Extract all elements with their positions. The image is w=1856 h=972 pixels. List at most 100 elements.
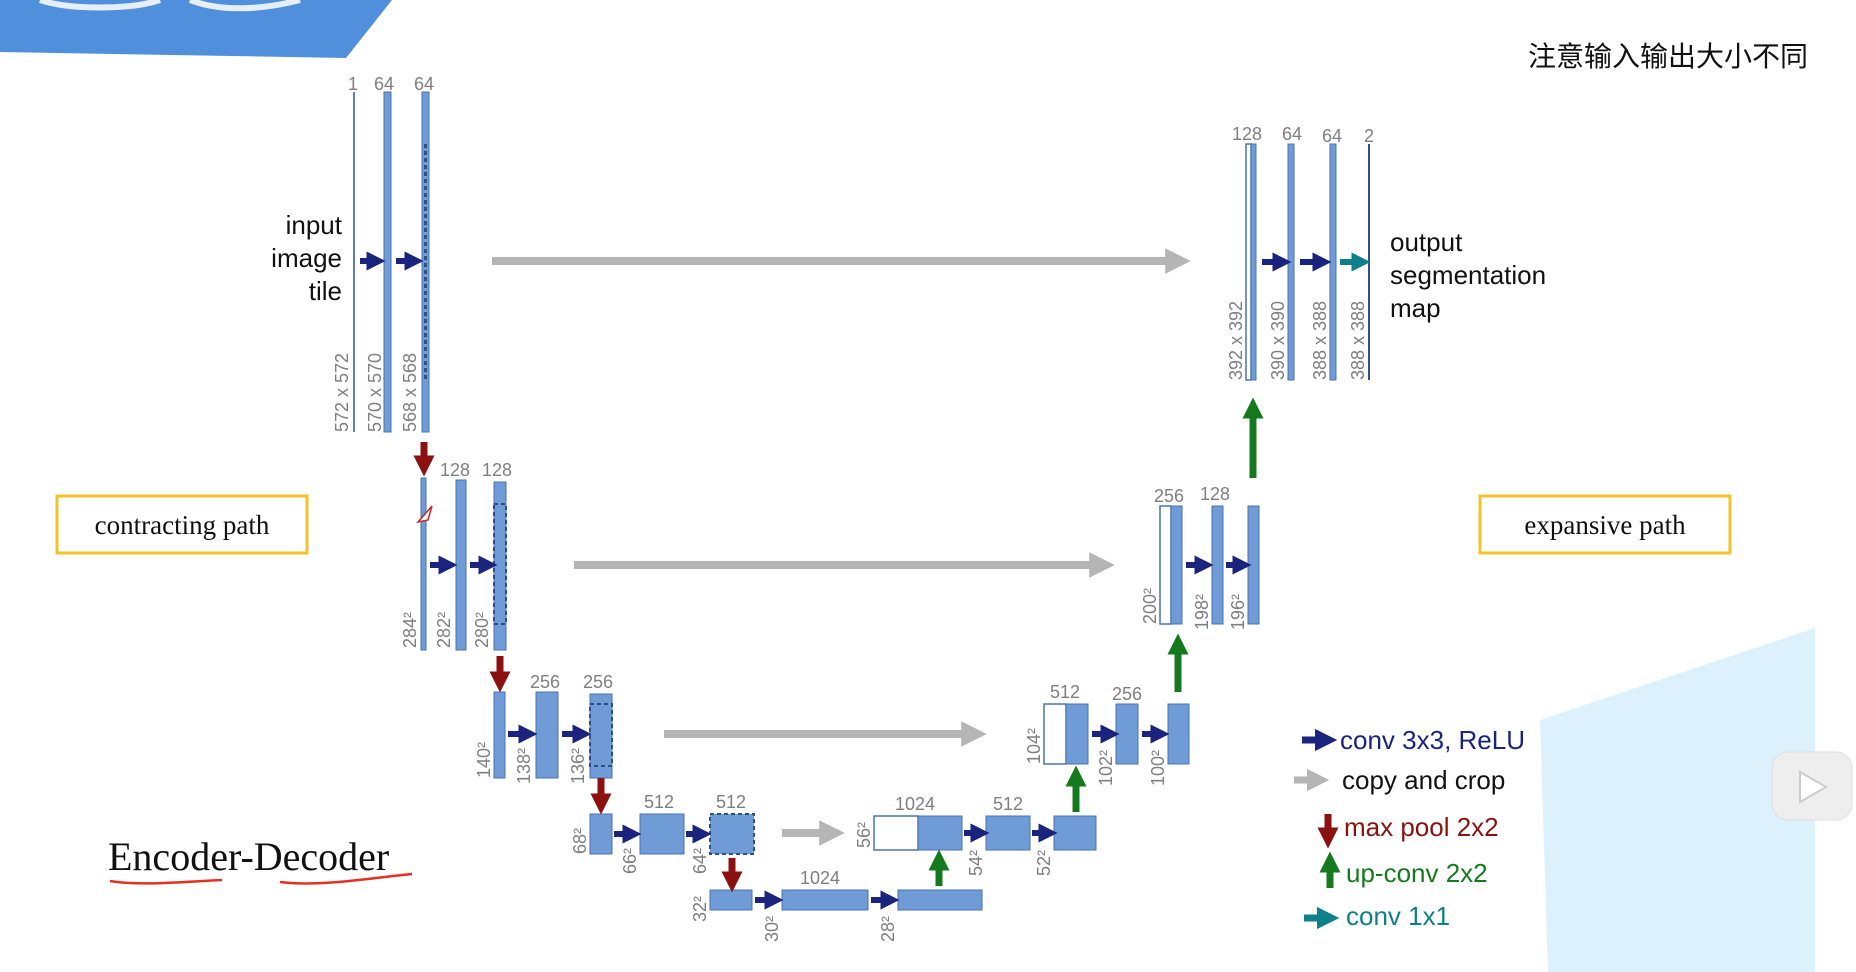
- legend-label: max pool 2x2: [1344, 812, 1499, 842]
- channel-label: 1: [348, 74, 358, 94]
- legend-label: conv 1x1: [1346, 901, 1450, 931]
- size-label: 66²: [620, 848, 640, 874]
- channel-label: 256: [530, 672, 560, 692]
- size-label: 102²: [1096, 750, 1116, 786]
- size-label: 136²: [568, 748, 588, 784]
- level-5-bottleneck: 1024 32² 30² 28²: [690, 868, 983, 942]
- upconv-map-392: [1250, 143, 1257, 381]
- max-pool-arrows: [413, 442, 743, 893]
- size-label: 30²: [762, 916, 782, 942]
- background-triangle: [1540, 628, 1815, 972]
- encoder-decoder-label: Encoder-Decoder: [108, 834, 389, 879]
- size-label: 100²: [1148, 750, 1168, 786]
- legend-label: up-conv 2x2: [1346, 858, 1488, 888]
- feature-map-140: [493, 691, 506, 779]
- channel-label: 256: [1154, 486, 1184, 506]
- size-label: 196²: [1228, 594, 1248, 630]
- channel-label: 128: [482, 460, 512, 480]
- input-label-line: input: [286, 210, 343, 240]
- size-label: 138²: [514, 748, 534, 784]
- feature-map-32: [709, 889, 753, 911]
- level-1-decoder: 128 64 64 2 392 x 392 390 x 390 388 x 38…: [1226, 124, 1546, 381]
- channel-label: 128: [1232, 124, 1262, 144]
- output-label-line: segmentation: [1390, 260, 1546, 290]
- header-banner: [0, 0, 392, 58]
- output-label-line: map: [1390, 293, 1441, 323]
- feature-map-282: [455, 479, 467, 651]
- play-icon: [1799, 770, 1829, 804]
- handwritten-underline: [279, 872, 413, 885]
- size-label: 32²: [690, 896, 710, 922]
- size-label: 390 x 390: [1268, 301, 1288, 380]
- channel-label: 1024: [800, 868, 840, 888]
- legend-label: conv 3x3, ReLU: [1340, 725, 1525, 755]
- up-conv-arrows: [928, 397, 1264, 886]
- feature-map-102: [1115, 703, 1139, 765]
- feature-map-100: [1167, 703, 1190, 765]
- legend: conv 3x3, ReLU copy and crop max pool 2x…: [1294, 725, 1525, 931]
- cropped-copy-104: [1043, 703, 1067, 765]
- legend-label: copy and crop: [1342, 765, 1505, 795]
- cursor-icon: [415, 505, 433, 524]
- level-4-decoder: 1024 512 56² 54² 52²: [854, 794, 1097, 876]
- level-3-encoder: 256 256 140² 138² 136²: [474, 672, 613, 784]
- size-label: 280²: [472, 612, 492, 648]
- level-2-decoder: 256 128 200² 198² 196²: [1140, 484, 1260, 630]
- size-label: 68²: [570, 828, 590, 854]
- contracting-path-box: [55, 494, 309, 555]
- copy-crop-arrows: [492, 248, 1191, 846]
- upconv-map-104: [1065, 703, 1089, 765]
- channel-label: 64: [374, 74, 394, 94]
- feature-map-568: [421, 91, 430, 433]
- feature-map-52: [1053, 815, 1097, 851]
- size-label: 140²: [474, 742, 494, 778]
- contracting-path-label: contracting path: [95, 510, 270, 540]
- channel-label: 1024: [895, 794, 935, 814]
- size-label: 284²: [400, 612, 420, 648]
- cropped-copy-392: [1245, 143, 1252, 381]
- feature-map-138: [535, 691, 559, 779]
- feature-map-388: [1329, 143, 1337, 381]
- feature-map-30: [781, 889, 869, 911]
- channel-label: 512: [644, 792, 674, 812]
- size-label: 388 x 388: [1348, 301, 1368, 380]
- level-4-encoder: 512 512 68² 66² 64²: [570, 792, 755, 874]
- feature-map-198: [1211, 505, 1224, 625]
- feature-map-68: [589, 813, 613, 855]
- size-label: 388 x 388: [1310, 301, 1330, 380]
- size-label: 28²: [878, 916, 898, 942]
- size-label: 52²: [1034, 850, 1054, 876]
- expansive-path-box: [1478, 494, 1732, 555]
- upconv-map-200: [1170, 505, 1183, 625]
- size-label: 104²: [1024, 728, 1044, 764]
- size-label: 282²: [434, 612, 454, 648]
- feature-map-66: [639, 813, 685, 855]
- cropped-copy-200: [1159, 505, 1172, 625]
- size-label: 54²: [966, 850, 986, 876]
- channel-label: 128: [440, 460, 470, 480]
- size-note: 注意输入输出大小不同: [1528, 41, 1808, 72]
- feature-map-28: [897, 889, 983, 911]
- feature-map-284: [420, 477, 427, 651]
- expansive-path-label: expansive path: [1524, 510, 1686, 540]
- channel-label: 64: [1282, 124, 1302, 144]
- upconv-map-56: [917, 815, 963, 851]
- handwritten-underline: [109, 878, 223, 885]
- size-label: 392 x 392: [1226, 301, 1246, 380]
- size-label: 64²: [690, 848, 710, 874]
- size-label: 200²: [1140, 588, 1160, 624]
- header-banner-partial-title: [39, 0, 301, 12]
- input-label-line: image: [271, 243, 342, 273]
- size-label: 198²: [1192, 594, 1212, 630]
- feature-map-64: [709, 813, 755, 855]
- size-label: 568 x 568: [400, 353, 420, 432]
- channel-label: 2: [1364, 126, 1374, 146]
- feature-map-196: [1247, 505, 1260, 625]
- output-label-line: output: [1390, 227, 1463, 257]
- feature-map-54: [985, 815, 1031, 851]
- size-label: 570 x 570: [365, 353, 385, 432]
- channel-label: 64: [414, 74, 434, 94]
- level-1-encoder: 1 64 64 572 x 572 570 x 570 568 x 568 in…: [271, 74, 434, 433]
